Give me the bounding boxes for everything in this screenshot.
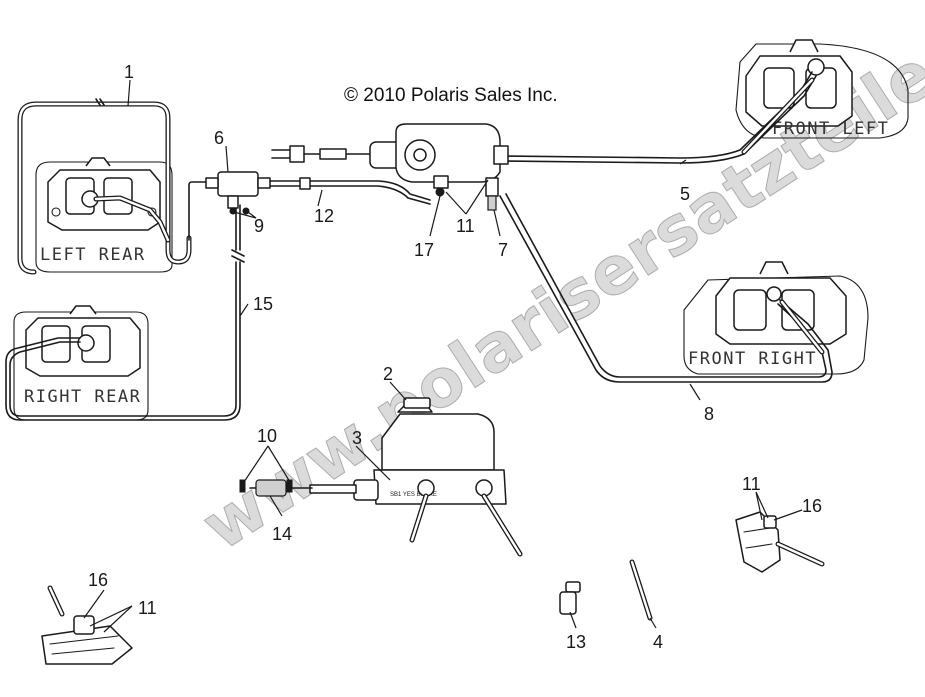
callout-7: 7 (498, 240, 508, 260)
callout-16-right: 16 (802, 496, 822, 516)
callout-13: 13 (566, 632, 586, 652)
callout-10: 10 (257, 426, 277, 446)
master-cylinder: SB1 YES BRAKE (239, 397, 523, 557)
front-right-caliper: FRONT RIGHT (683, 261, 869, 375)
junction-block-6 (205, 171, 271, 215)
front-left-label: FRONT LEFT (772, 119, 889, 139)
switch-assembly-left (41, 585, 133, 665)
callout-2: 2 (383, 364, 393, 384)
callout-11-left: 11 (138, 598, 157, 618)
front-right-label: FRONT RIGHT (688, 349, 817, 369)
callout-16-left: 16 (88, 570, 108, 590)
copyright-text: © 2010 Polaris Sales Inc. (344, 85, 558, 106)
brake-line-8 (499, 193, 833, 383)
right-rear-label: RIGHT REAR (24, 387, 141, 407)
brake-line-1 (17, 98, 219, 275)
callout-3: 3 (352, 428, 362, 448)
callout-11-top: 11 (456, 216, 475, 236)
left-rear-hose (93, 195, 171, 243)
brake-line-5 (505, 71, 817, 164)
callout-4: 4 (653, 632, 663, 652)
callout-6: 6 (214, 128, 224, 148)
proportioning-valve-assembly (271, 123, 509, 211)
left-rear-label: LEFT REAR (40, 245, 146, 265)
callout-5: 5 (680, 184, 690, 204)
master-cylinder-stamp: SB1 YES BRAKE (390, 492, 437, 498)
right-rear-caliper: RIGHT REAR (13, 305, 149, 421)
callout-9: 9 (254, 216, 264, 236)
callout-8: 8 (704, 404, 714, 424)
callout-14: 14 (272, 524, 292, 544)
callout-15: 15 (253, 294, 273, 314)
brake-line-12 (269, 177, 431, 205)
callout-17: 17 (414, 240, 434, 260)
switch-assembly-right (735, 511, 825, 573)
callout-11-right: 11 (742, 474, 761, 494)
fitting-13 (559, 581, 581, 615)
rod-4 (629, 559, 653, 621)
callout-12: 12 (314, 206, 334, 226)
callout-1: 1 (124, 62, 134, 82)
